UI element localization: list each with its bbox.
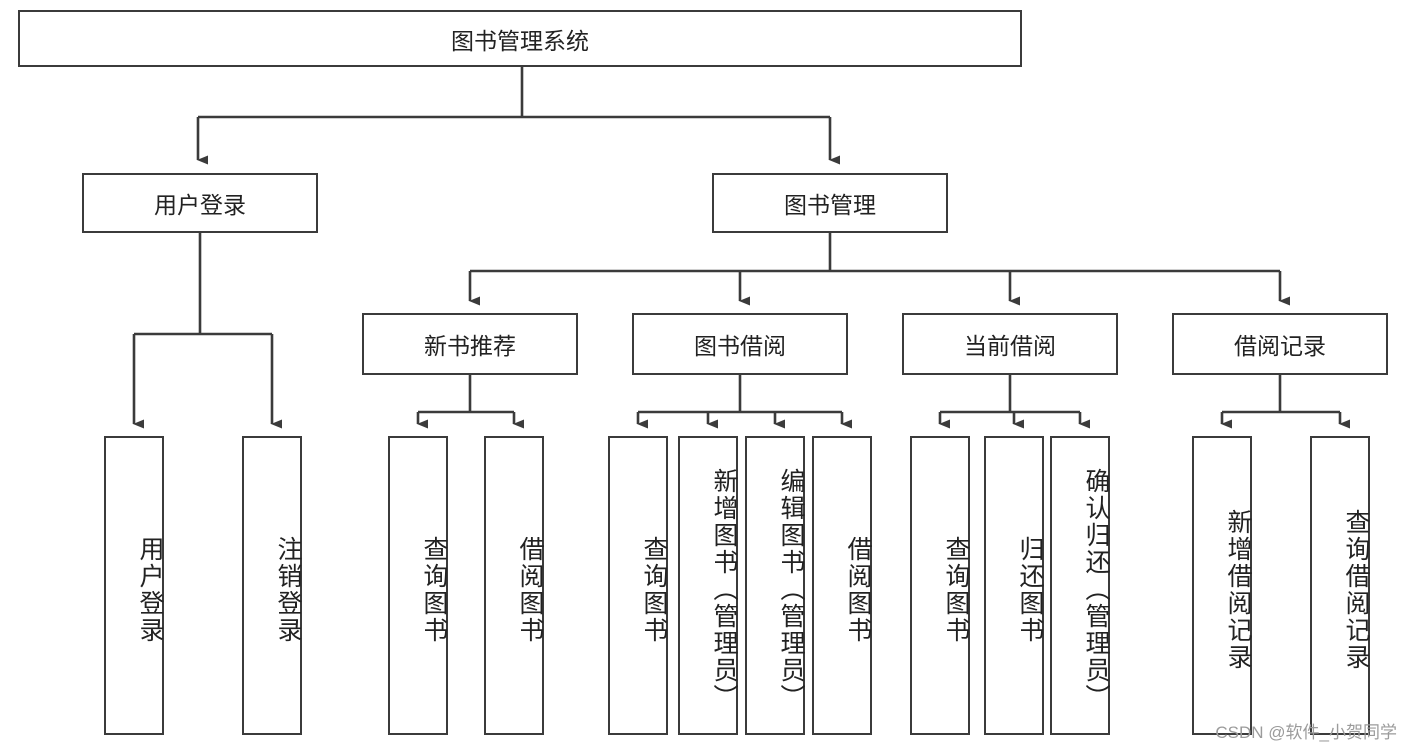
watermark: CSDN @软件_小贺同学 bbox=[1215, 723, 1397, 742]
node-leaf-query-book-2-label: 查询图书 bbox=[640, 535, 668, 644]
node-leaf-add-book[interactable]: 新增图书（管理员） bbox=[678, 436, 738, 735]
node-leaf-add-record[interactable]: 新增借阅记录 bbox=[1192, 436, 1252, 735]
node-leaf-borrow-book-1[interactable]: 借阅图书 bbox=[484, 436, 544, 735]
node-leaf-return-book-label: 归还图书 bbox=[1016, 535, 1044, 644]
node-leaf-borrow-book-2[interactable]: 借阅图书 bbox=[812, 436, 872, 735]
node-new-book-recommend-label: 新书推荐 bbox=[424, 333, 516, 359]
node-borrow-record[interactable]: 借阅记录 bbox=[1172, 313, 1388, 375]
node-leaf-logout[interactable]: 注销登录 bbox=[242, 436, 302, 735]
node-user-login[interactable]: 用户登录 bbox=[82, 173, 318, 233]
node-leaf-confirm-return-label: 确认归还（管理员） bbox=[1082, 468, 1110, 711]
node-leaf-query-record[interactable]: 查询借阅记录 bbox=[1310, 436, 1370, 735]
node-book-borrow[interactable]: 图书借阅 bbox=[632, 313, 848, 375]
node-leaf-add-record-label: 新增借阅记录 bbox=[1224, 508, 1252, 671]
node-leaf-borrow-book-1-label: 借阅图书 bbox=[516, 535, 544, 644]
node-book-borrow-label: 图书借阅 bbox=[694, 333, 786, 359]
node-leaf-query-book-3-label: 查询图书 bbox=[942, 535, 970, 644]
node-leaf-user-login[interactable]: 用户登录 bbox=[104, 436, 164, 735]
node-book-manage[interactable]: 图书管理 bbox=[712, 173, 948, 233]
node-leaf-edit-book[interactable]: 编辑图书（管理员） bbox=[745, 436, 805, 735]
node-root-label: 图书管理系统 bbox=[451, 27, 589, 54]
node-current-borrow-label: 当前借阅 bbox=[964, 333, 1056, 359]
node-leaf-query-book-1-label: 查询图书 bbox=[420, 535, 448, 644]
node-leaf-add-book-label: 新增图书（管理员） bbox=[710, 468, 738, 711]
node-leaf-query-record-label: 查询借阅记录 bbox=[1342, 508, 1370, 671]
node-leaf-edit-book-label: 编辑图书（管理员） bbox=[777, 468, 805, 711]
node-leaf-logout-label: 注销登录 bbox=[274, 535, 302, 644]
node-leaf-user-login-label: 用户登录 bbox=[136, 535, 164, 644]
node-current-borrow[interactable]: 当前借阅 bbox=[902, 313, 1118, 375]
node-user-login-label: 用户登录 bbox=[154, 192, 246, 218]
node-new-book-recommend[interactable]: 新书推荐 bbox=[362, 313, 578, 375]
node-borrow-record-label: 借阅记录 bbox=[1234, 333, 1326, 359]
node-leaf-confirm-return[interactable]: 确认归还（管理员） bbox=[1050, 436, 1110, 735]
node-leaf-return-book[interactable]: 归还图书 bbox=[984, 436, 1044, 735]
node-leaf-borrow-book-2-label: 借阅图书 bbox=[844, 535, 872, 644]
node-book-manage-label: 图书管理 bbox=[784, 192, 876, 218]
node-leaf-query-book-2[interactable]: 查询图书 bbox=[608, 436, 668, 735]
node-leaf-query-book-1[interactable]: 查询图书 bbox=[388, 436, 448, 735]
node-leaf-query-book-3[interactable]: 查询图书 bbox=[910, 436, 970, 735]
node-root[interactable]: 图书管理系统 bbox=[18, 10, 1022, 67]
